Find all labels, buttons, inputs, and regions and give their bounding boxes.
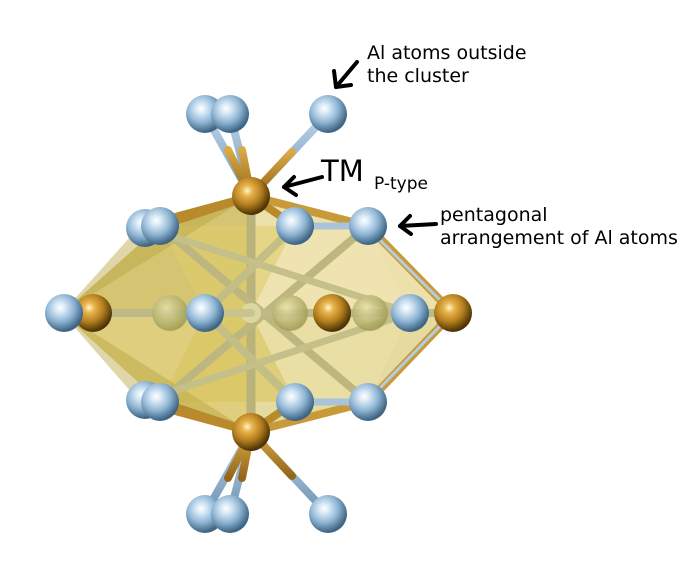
tm-atoms bbox=[74, 177, 472, 451]
tm-atom-right bbox=[434, 294, 472, 332]
arrow-tm bbox=[282, 175, 324, 197]
al-atoms-outside bbox=[186, 95, 347, 533]
label-pentagonal-line2: arrangement of Al atoms bbox=[440, 227, 678, 249]
label-al-outside: Al atoms outside the cluster bbox=[367, 42, 527, 88]
label-tm-subscript: P-type bbox=[374, 174, 428, 194]
label-tm: TM bbox=[321, 154, 364, 188]
label-pentagonal-line1: pentagonal bbox=[440, 204, 548, 226]
label-pentagonal: pentagonal arrangement of Al atoms bbox=[440, 204, 678, 250]
annotation-arrows bbox=[282, 60, 438, 236]
al-atoms bbox=[45, 207, 429, 421]
tm-atom-top bbox=[232, 177, 270, 215]
arrow-al-outside bbox=[332, 60, 359, 89]
arrow-pentagonal bbox=[398, 214, 438, 236]
ghost-atoms bbox=[152, 295, 388, 331]
label-al-outside-line1: Al atoms outside bbox=[367, 42, 527, 64]
tm-atom-bottom bbox=[232, 413, 270, 451]
label-al-outside-line2: the cluster bbox=[367, 65, 469, 87]
tm-atom-left bbox=[74, 294, 112, 332]
tm-atom-center bbox=[313, 294, 351, 332]
